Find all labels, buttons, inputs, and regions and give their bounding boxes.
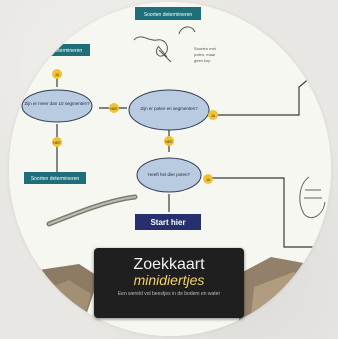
badge-center-right-label: JA: [211, 114, 216, 118]
bottom-left-result-label: Soorten determineren: [31, 176, 80, 182]
cover-card: Zoekkaart minidiertjes Een wereld vol be…: [94, 248, 244, 318]
lower-decision-label: Heeft het dier poten?: [148, 172, 191, 177]
bottom-left-result-box: [24, 172, 86, 184]
badge-lower-right-label: JA: [206, 178, 211, 182]
top-result-box: [135, 7, 201, 20]
badge-center-down-label: NEE: [165, 140, 173, 144]
connector-lower-right: [207, 177, 309, 248]
card-note: Een wereld vol beestjes in de bodem en w…: [117, 291, 221, 297]
left-decision-label: Zijn er meer dan 10 segmenten?: [24, 101, 90, 106]
top-result-label: Soorten determineren: [144, 12, 193, 18]
badge-left-no-label: NEE: [53, 141, 61, 145]
badge-top-yes-label: JA: [55, 73, 60, 77]
badge-center-down: [164, 136, 174, 146]
magnified-lens: Soorten determineren Soorten determinere…: [9, 2, 331, 336]
left-result-label: Soorten determineren: [34, 48, 83, 54]
badge-lower-right: [203, 174, 213, 184]
annotation-line-3: geen kop: [194, 58, 211, 63]
badge-mid-left-label: NEE: [110, 107, 118, 111]
creature-sketch-right: [299, 176, 326, 218]
annotation-line-1: Soorten met: [194, 46, 217, 51]
badge-mid-left: [109, 103, 119, 113]
card-subtitle: minidiertjes: [133, 272, 205, 288]
badge-top-yes: [52, 69, 62, 79]
center-decision: [128, 89, 210, 131]
card-title: Zoekkaart: [133, 256, 205, 273]
badge-left-no: [52, 137, 62, 147]
creature-sketch-top: [133, 26, 196, 63]
annotation-line-2: poten, maar: [194, 52, 216, 57]
lower-decision: [136, 157, 202, 193]
start-box: [135, 214, 201, 230]
center-decision-label: Zijn er poten en segmenten?: [140, 106, 198, 111]
start-label: Start hier: [150, 218, 185, 227]
badge-center-right: [208, 110, 218, 120]
left-decision: [21, 89, 93, 123]
worm-sketch-highlight: [48, 196, 136, 225]
